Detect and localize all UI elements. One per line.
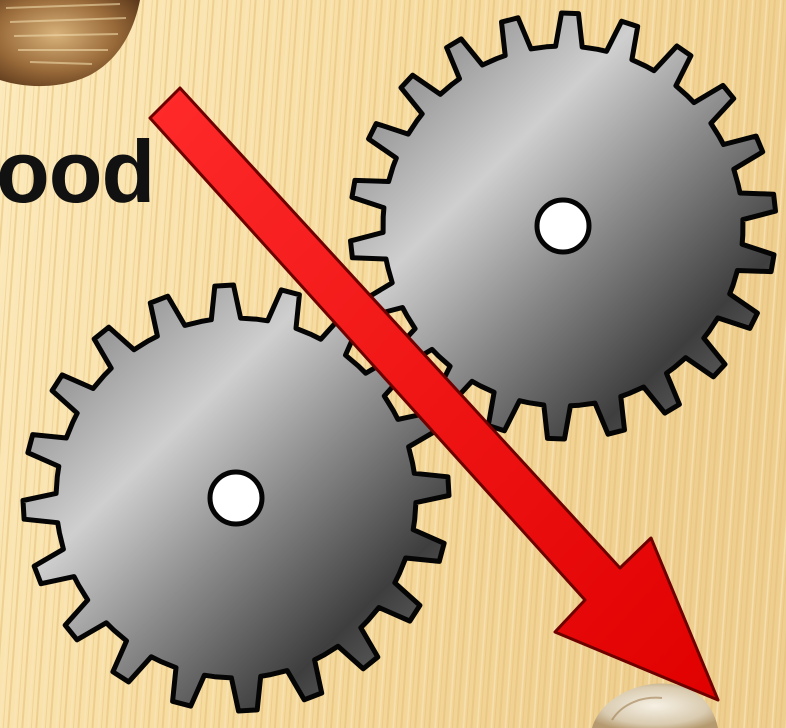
slide-title: ood [0, 128, 154, 216]
right-gear-hole [537, 200, 589, 252]
left-gear-hole [210, 472, 262, 524]
